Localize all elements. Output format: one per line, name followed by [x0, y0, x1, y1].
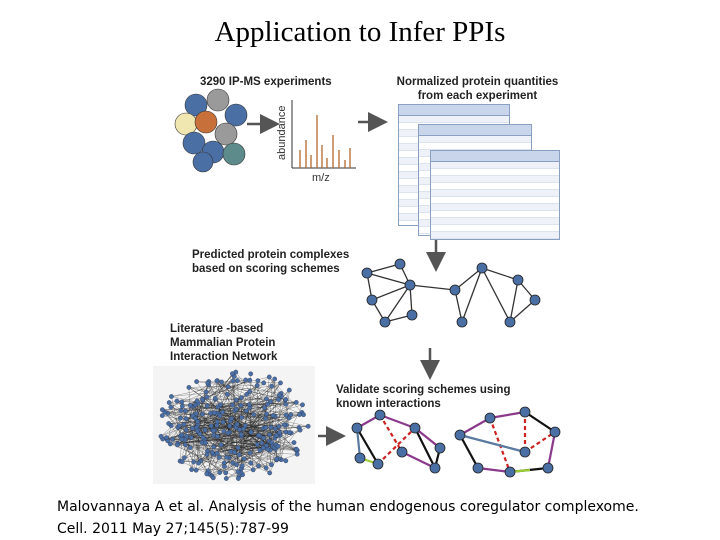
protein-complex-cluster [174, 88, 248, 173]
literature-network-hairball [158, 369, 311, 481]
quantities-label: Normalized protein quantities from each … [385, 75, 570, 103]
validate-label: Validate scoring schemes using known int… [336, 383, 510, 411]
spreadsheet-front [430, 150, 560, 240]
citation-line2: Cell. 2011 May 27;145(5):787-99 [57, 521, 289, 537]
abundance-axis-label: abundance [276, 106, 288, 160]
validate-label-line1: Validate scoring schemes using [336, 384, 511, 396]
validation-graph-right-nodes [454, 406, 561, 478]
predicted-label-line2: based on scoring schemes [192, 263, 340, 275]
validation-graph-right [459, 410, 557, 474]
validation-graph-left-nodes [351, 409, 446, 474]
ipms-label: 3290 IP-MS experiments [200, 76, 332, 88]
predicted-label-line1: Predicted protein complexes [192, 249, 350, 261]
citation: Malovannaya A et al. Analysis of the hum… [57, 496, 639, 540]
literature-label-line1: Literature -based [170, 323, 264, 335]
predicted-complexes-nodes [361, 258, 541, 328]
quantities-label-line1: Normalized protein quantities [396, 76, 559, 88]
slide-title: Application to Infer PPIs [214, 16, 506, 48]
mz-axis-label: m/z [312, 172, 330, 184]
predicted-label: Predicted protein complexes based on sco… [192, 248, 349, 276]
mass-spectrum-plot [291, 100, 356, 169]
literature-label: Literature -based Mammalian Protein Inte… [170, 322, 277, 364]
validate-label-line2: known interactions [336, 398, 441, 410]
literature-label-line3: Interaction Network [170, 351, 278, 363]
validation-graph-left [355, 413, 442, 469]
citation-line1: Malovannaya A et al. Analysis of the hum… [57, 499, 639, 515]
quantities-label-line2: from each experiment [417, 90, 538, 102]
literature-label-line2: Mammalian Protein [170, 337, 276, 349]
